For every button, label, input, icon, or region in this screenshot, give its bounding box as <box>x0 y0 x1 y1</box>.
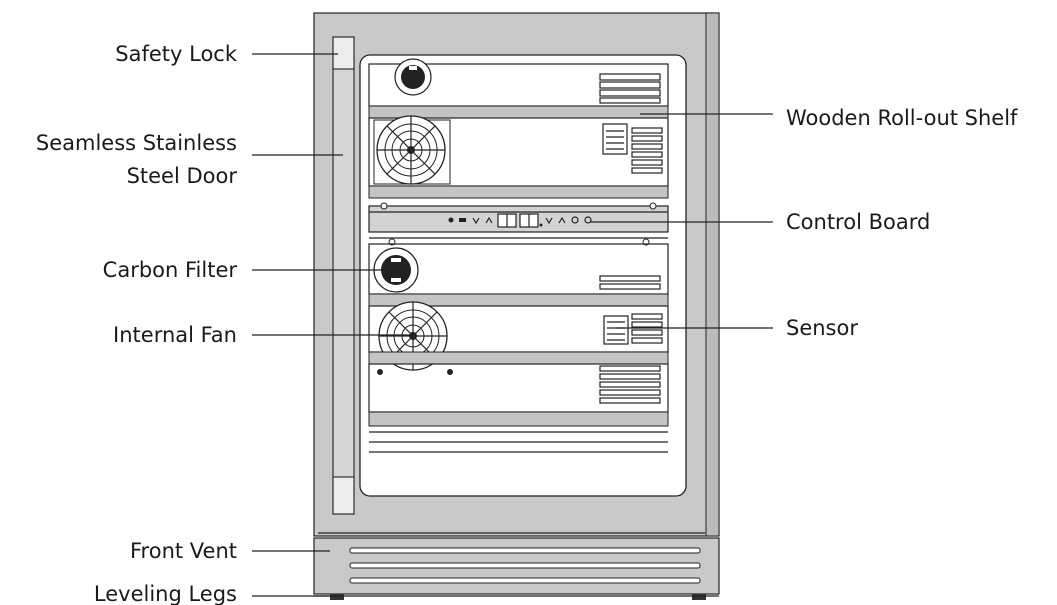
label-wooden-shelf: Wooden Roll-out Shelf <box>786 106 1018 130</box>
label-front-vent: Front Vent <box>130 539 237 563</box>
top-vent-slats <box>599 73 661 104</box>
label-control-board: Control Board <box>786 210 930 234</box>
leader-lines <box>252 53 773 597</box>
shelf-2 <box>368 185 669 199</box>
label-leveling-legs: Leveling Legs <box>94 582 237 605</box>
control-board <box>368 202 669 233</box>
safety-lock-block <box>332 36 355 70</box>
upper-right-slats <box>631 127 663 174</box>
leveling-legs <box>314 594 719 600</box>
upper-sensor-box <box>602 123 628 155</box>
interior <box>368 58 669 453</box>
cabinet-side-edge <box>705 12 720 537</box>
sensor <box>603 315 629 345</box>
labels: Safety Lock Seamless Stainless Steel Doo… <box>36 42 1018 605</box>
label-sensor: Sensor <box>786 316 858 340</box>
bottom-vent-slats <box>599 365 661 404</box>
upper-fan <box>373 115 451 185</box>
handle-bottom-block <box>332 476 355 515</box>
lower-vent-slats-1 <box>599 275 661 290</box>
door-handle <box>332 36 355 515</box>
label-seamless-door-line1: Seamless Stainless <box>36 131 237 155</box>
label-carbon-filter: Carbon Filter <box>103 258 238 282</box>
shelf-5 <box>368 411 669 427</box>
label-seamless-door-line2: Steel Door <box>127 164 238 188</box>
label-internal-fan: Internal Fan <box>113 323 237 347</box>
front-vent <box>313 537 720 595</box>
shelf-4 <box>368 351 669 365</box>
top-filter <box>394 58 432 96</box>
label-safety-lock: Safety Lock <box>115 42 238 66</box>
sensor-side-slats <box>631 313 663 344</box>
